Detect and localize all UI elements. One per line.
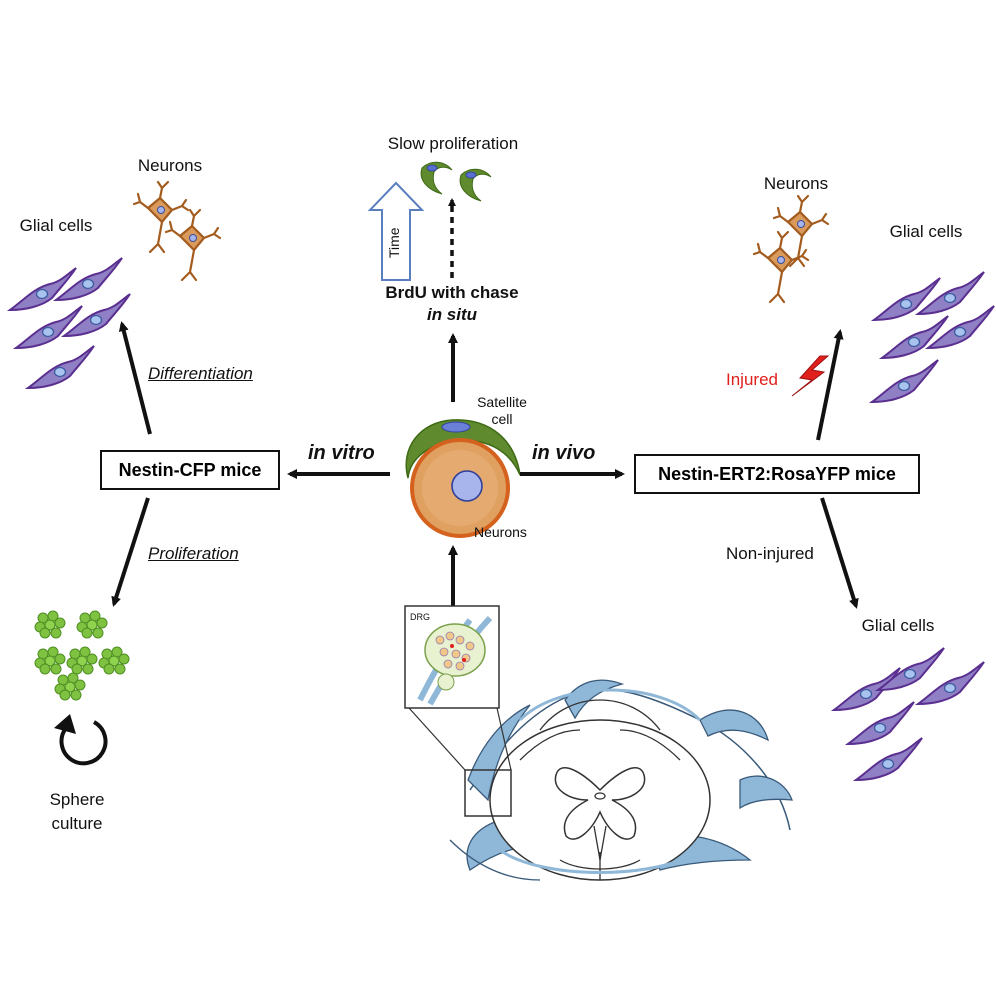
left-glial-label: Glial cells	[19, 216, 93, 235]
nestin-ert2-box: Nestin-ERT2:RosaYFP mice	[634, 454, 920, 494]
right-neurons-label: Neurons	[763, 174, 829, 193]
left-neurons	[132, 180, 222, 282]
non-injured-label: Non-injured	[726, 544, 814, 563]
sphere-label-line-2: culture	[51, 814, 103, 833]
proliferation-label: Proliferation	[148, 544, 239, 563]
right-glial-bottom-label: Glial cells	[861, 616, 935, 635]
satellite-cell-label: Satellite cell	[477, 394, 527, 427]
drg-label: DRG	[410, 612, 430, 622]
time-label: Time	[386, 227, 402, 258]
spinal-cord	[449, 679, 793, 881]
arrow-non-injured	[820, 497, 859, 609]
time-arrow	[367, 181, 425, 281]
drg-inset	[404, 605, 512, 817]
sphere-label-line-1: Sphere	[49, 790, 105, 809]
lightning-bolt-icon	[791, 355, 830, 397]
slow-cell-2	[459, 168, 492, 202]
injured-label: Injured	[726, 370, 778, 389]
sphere-cluster	[34, 610, 130, 701]
left-neurons-label: Neurons	[137, 156, 203, 175]
right-glial-cells-bottom	[833, 647, 985, 781]
in-vitro-label: in vitro	[308, 442, 375, 464]
sphere-culture-cycle-icon	[54, 714, 108, 766]
nestin-cfp-box: Nestin-CFP mice	[100, 450, 280, 490]
satellite-nucleus	[441, 421, 471, 433]
in-vivo-label: in vivo	[532, 442, 596, 464]
right-glial-top-label: Glial cells	[889, 222, 963, 241]
differentiation-label: Differentiation	[148, 364, 253, 383]
center-neurons-label: Neurons	[474, 524, 527, 540]
slow-cell-1	[420, 161, 453, 195]
in-situ-label: in situ	[426, 305, 478, 324]
right-neurons	[752, 194, 830, 304]
arrow-differentiation	[118, 321, 152, 435]
brdu-label: BrdU with chase	[385, 283, 519, 302]
neuron-nucleus	[451, 470, 483, 502]
left-glial-cells	[9, 257, 131, 389]
right-glial-cells-top	[871, 271, 995, 403]
arrow-injured	[816, 329, 844, 441]
central-cell-group	[405, 419, 521, 538]
slow-proliferation-label: Slow proliferation	[387, 134, 519, 153]
arrow-proliferation	[111, 497, 150, 607]
